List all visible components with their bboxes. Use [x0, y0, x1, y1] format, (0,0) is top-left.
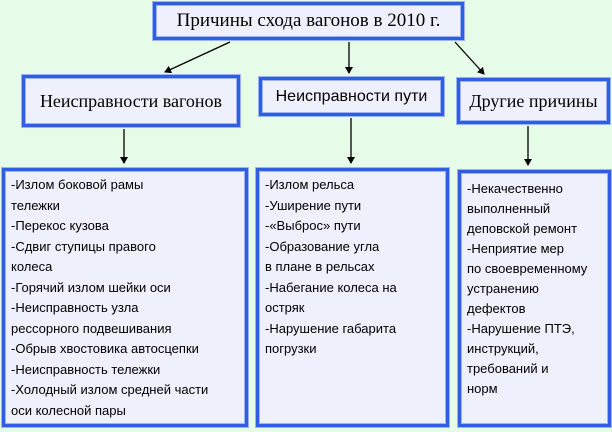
list-item: устранению: [467, 281, 539, 296]
list-item: -Набегание колеса на: [265, 279, 397, 295]
list-item: -Излом боковой рамы: [11, 177, 144, 192]
category-label: Неисправности пути: [275, 87, 428, 105]
category-other-causes: Другие причины: [457, 78, 610, 124]
diagram-title-text: Причины схода вагонов в 2010 г.: [176, 10, 441, 31]
other-causes-list: -Некачественно выполненный деповской рем…: [458, 170, 611, 427]
category-track-faults: Неисправности пути: [259, 77, 444, 116]
category-wagon-faults: Неисправности вагонов: [22, 75, 240, 127]
list-item: остряк: [265, 300, 305, 315]
list-item: колеса: [11, 259, 53, 274]
list-item: -Нарушение ПТЭ,: [467, 321, 575, 336]
list-item: погрузки: [265, 341, 317, 356]
list-item: -Образование угла: [265, 238, 380, 254]
list-item: деповской ремонт: [467, 221, 578, 236]
list-item: инструкций,: [467, 341, 539, 356]
list-item: дефектов: [467, 301, 526, 316]
category-label: Неисправности вагонов: [39, 90, 223, 111]
list-item: -Уширение пути: [265, 197, 362, 213]
list-item: оси колесной пары: [11, 402, 126, 418]
list-item: требований и: [467, 361, 549, 376]
list-item: -Неисправность тележки: [11, 361, 161, 377]
list-item: -Холодный излом средней части: [11, 382, 209, 397]
list-item: рессорного подвешивания: [11, 320, 172, 336]
list-item: -Некачественно: [467, 181, 563, 196]
list-item: норм: [467, 381, 498, 396]
list-item: -Излом рельса: [265, 177, 355, 192]
list-item: -Сдвиг ступицы правого: [11, 238, 156, 254]
list-item: -Неприятие мер: [467, 241, 564, 256]
track-faults-list: -Излом рельса -Уширение пути -«Выброс» пут…: [256, 168, 449, 427]
list-item: в плане в рельсах: [265, 259, 375, 274]
category-label: Другие причины: [469, 90, 598, 111]
diagram-title: Причины схода вагонов в 2010 г.: [153, 2, 464, 40]
list-item: тележки: [11, 197, 60, 213]
list-item: -Горячий излом шейки оси: [11, 279, 171, 295]
list-item: -Неисправность узла: [11, 300, 139, 315]
arrow-title-to-cat3: [454, 41, 485, 75]
wagon-faults-list: -Излом боковой рамы тележки -Перекос кузо…: [2, 168, 248, 427]
arrow-title-to-cat1: [164, 41, 231, 74]
list-item: -«Выброс» пути: [265, 218, 361, 233]
list-item: -Обрыв хвостовика автосцепки: [11, 341, 199, 356]
list-item: по своевременному: [467, 261, 588, 276]
list-item: выполненный: [467, 201, 551, 216]
list-item: -Перекос кузова: [11, 218, 109, 233]
list-item: -Нарушение габарита: [265, 320, 397, 336]
